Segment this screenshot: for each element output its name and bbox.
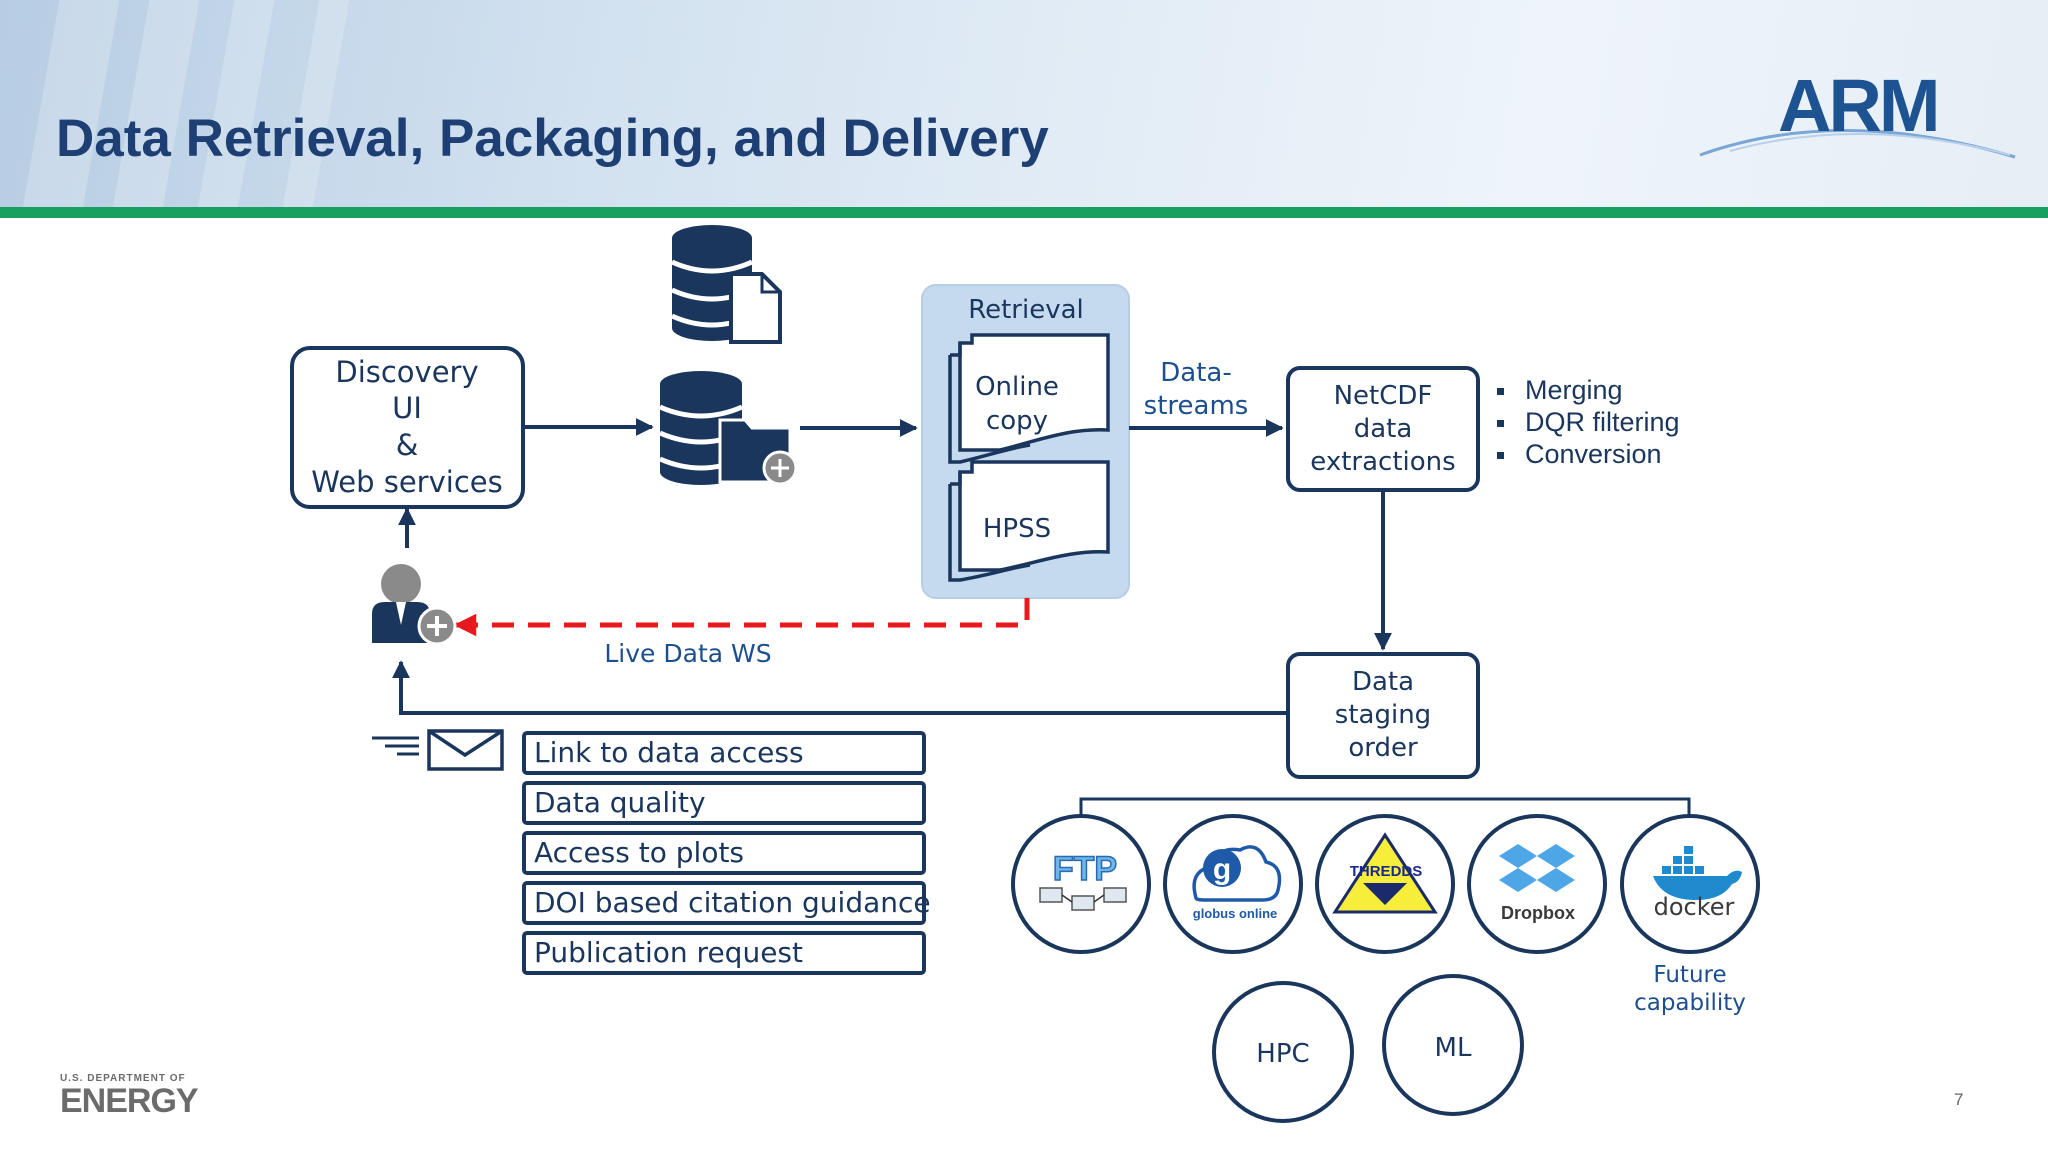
retrieval-title: Retrieval [968,295,1084,325]
staging-line-3: order [1348,733,1418,763]
live-data-ws-label: Live Data WS [604,639,771,668]
arm-logo: ARM [1690,55,2020,175]
docker-label: docker [1654,893,1735,921]
retrieval-panel: Retrieval Online copy HPSS [921,284,1130,599]
services-connector [1079,797,1691,828]
page-title: Data Retrieval, Packaging, and Delivery [56,109,1049,168]
docker-service: docker [1620,814,1760,954]
globus-online-service: g globus online [1163,814,1303,954]
arrow-staging-to-user [392,660,1288,715]
page-number: 7 [1954,1090,1964,1109]
email-item-5: Publication request [534,936,803,969]
future-capability-line-2: capability [1634,990,1746,1016]
dropbox-service: Dropbox [1467,814,1607,954]
dropbox-label: Dropbox [1501,903,1575,923]
discovery-ui-box: Discovery UI & Web services [290,346,525,509]
user-add-icon [372,564,457,646]
hpss-box: HPSS [948,460,1110,582]
database-document-icon [670,225,782,344]
email-item-box-2 [522,781,926,825]
thredds-service: THREDDS [1315,814,1455,954]
email-item-3: Access to plots [534,836,744,869]
header-accent-bar [0,207,2048,218]
live-data-ws-arrow [453,598,1030,637]
doe-logo-small-text: U.S. DEPARTMENT OF [60,1073,186,1084]
thredds-label: THREDDS [1350,863,1423,880]
bullet-dqr-filtering: DQR filtering [1495,406,1680,438]
email-item-box-5 [522,931,926,975]
ftp-label: FTP [1053,850,1117,888]
ml-label: ML [1435,1033,1472,1063]
arm-logo-text: ARM [1778,64,1941,147]
email-item-2: Data quality [534,786,706,819]
netcdf-line-3: extractions [1310,447,1455,477]
discovery-line-3: & [396,428,419,462]
future-capability-line-1: Future [1653,962,1726,988]
discovery-line-4: Web services [311,465,502,499]
database-folder-icon [658,371,798,486]
hpc-circle: HPC [1212,981,1354,1123]
header-banner: Data Retrieval, Packaging, and Delivery … [0,0,2048,207]
data-staging-box: Data staging order [1286,652,1480,779]
hpss-label: HPSS [983,514,1051,544]
datastreams-line-1: Data- [1160,358,1231,388]
hpc-label: HPC [1256,1039,1309,1069]
online-copy-line-1: Online [975,372,1059,402]
staging-line-1: Data [1352,667,1414,697]
email-item-4: DOI based citation guidance [534,886,931,919]
doe-logo: U.S. DEPARTMENT OF ENERGY [60,1073,199,1120]
staging-line-2: staging [1335,700,1431,730]
email-icon [372,729,504,771]
online-copy-line-2: copy [986,406,1048,436]
svg-text:g: g [1213,853,1231,886]
email-item-box-3 [522,831,926,875]
email-items-list: Link to data access Data quality Access … [522,731,931,975]
discovery-line-2: UI [392,391,422,425]
email-item-1: Link to data access [534,736,804,769]
doe-logo-big-text: ENERGY [60,1082,199,1120]
netcdf-bullet-list: Merging DQR filtering Conversion [1495,374,1680,470]
netcdf-box: NetCDF data extractions [1286,366,1480,492]
netcdf-line-1: NetCDF [1334,381,1433,411]
bullet-merging: Merging [1495,374,1680,406]
email-item-box-4 [522,881,926,925]
online-copy-box: Online copy [948,333,1110,464]
netcdf-line-2: data [1354,414,1413,444]
bullet-conversion: Conversion [1495,438,1680,470]
discovery-line-1: Discovery [335,355,478,389]
email-item-box-1 [522,731,926,775]
ml-circle: ML [1382,974,1524,1116]
datastreams-line-2: streams [1144,391,1249,421]
globus-label: globus online [1193,906,1278,921]
ftp-service: FTP [1011,814,1151,954]
